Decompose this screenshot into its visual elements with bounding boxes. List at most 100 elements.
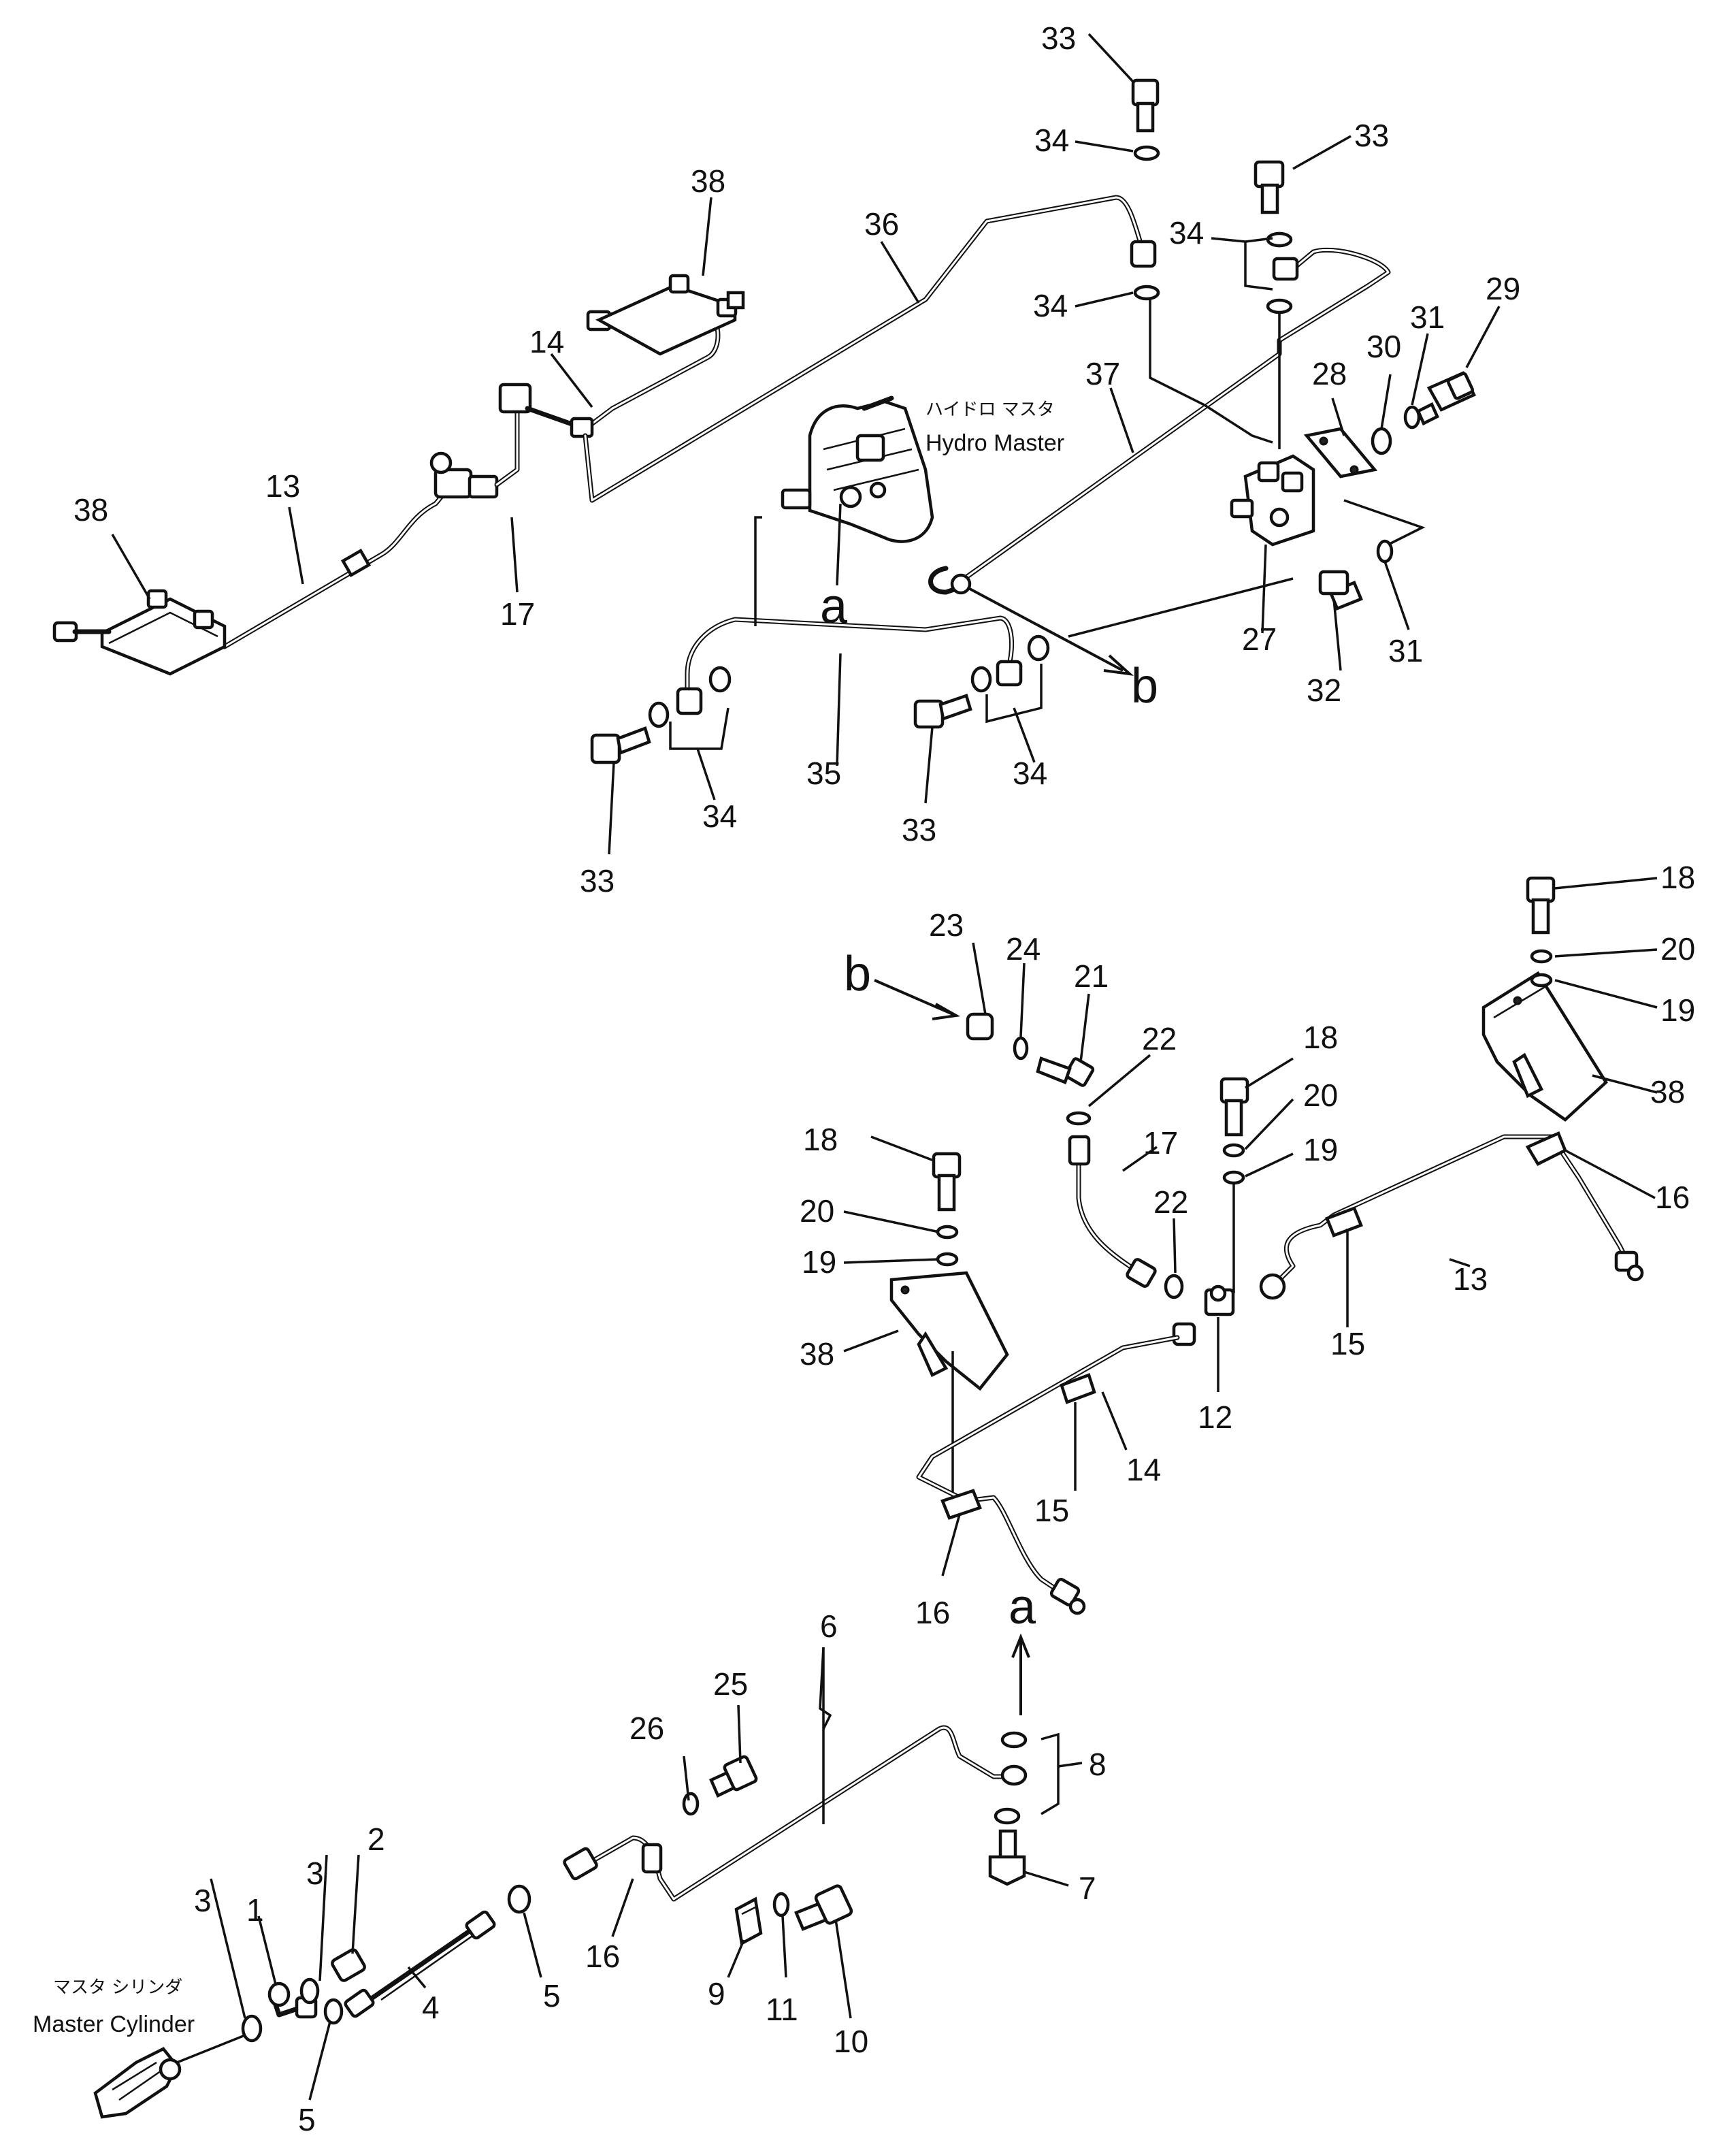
callout-30: 30 xyxy=(1366,329,1401,364)
hose-4 xyxy=(344,1910,496,2018)
callout-13-upper: 13 xyxy=(265,468,300,504)
bracket-38-upper-middle xyxy=(595,274,745,356)
callout-21: 21 xyxy=(1074,958,1109,994)
callout-35: 35 xyxy=(806,756,841,791)
callout-5-mid: 5 xyxy=(543,1978,561,2013)
hydro-master xyxy=(781,395,934,543)
callout-15-left: 15 xyxy=(1034,1493,1069,1528)
callout-33-top: 33 xyxy=(1041,20,1076,56)
clip-9 xyxy=(734,1896,763,1946)
bracket-38-upper-left xyxy=(52,589,227,676)
bracket-38-middle-right xyxy=(1481,971,1608,1122)
callout-3-upper: 3 xyxy=(306,1856,324,1891)
washer-5-middle xyxy=(507,1884,531,1914)
callout-6: 6 xyxy=(820,1608,838,1644)
callout-31-top: 31 xyxy=(1410,300,1445,335)
pipe-37 xyxy=(928,247,1391,595)
callout-19-left: 19 xyxy=(802,1244,836,1280)
callout-20-mid: 20 xyxy=(1303,1078,1338,1113)
bolt-18-middle xyxy=(1219,1077,1249,1293)
callout-38-upper-left: 38 xyxy=(73,492,108,528)
callout-26: 26 xyxy=(629,1711,664,1746)
callout-leaders xyxy=(111,33,1658,2101)
bolt-18-right xyxy=(1526,876,1556,988)
hydro-master-en-label: Hydro Master xyxy=(926,430,1064,456)
callout-14-lower: 14 xyxy=(1126,1452,1161,1487)
fitting-2 xyxy=(331,1948,366,1982)
upper-connection-lines xyxy=(669,237,1426,750)
callout-34-top: 34 xyxy=(1034,123,1069,158)
callout-9: 9 xyxy=(708,1976,725,2011)
callout-38-mid-left: 38 xyxy=(800,1336,834,1372)
arrow-from-b xyxy=(874,979,961,1020)
callout-22-bottom: 22 xyxy=(1153,1184,1188,1220)
callout-18-left: 18 xyxy=(803,1122,838,1157)
hydro-master-jp-label: ハイドロ マスタ xyxy=(926,400,1055,420)
callout-19-mid: 19 xyxy=(1303,1132,1338,1167)
callout-17-lower: 17 xyxy=(1143,1125,1178,1161)
callout-34-left: 34 xyxy=(702,798,737,834)
fitting-21-23-24 xyxy=(966,1012,1095,1087)
pipe-35 xyxy=(648,615,1050,728)
callout-38-upper-mid: 38 xyxy=(691,163,725,199)
pipe-6 xyxy=(563,1725,1028,1902)
callout-11: 11 xyxy=(766,1992,798,2027)
upper-assembly: ハイドロ マスタ Hydro Master xyxy=(52,78,1477,764)
bolts-33-lower xyxy=(590,694,972,764)
plate-28 xyxy=(1303,427,1378,479)
middle-assembly xyxy=(874,876,1644,1615)
ref-b-upper: b xyxy=(1131,659,1158,713)
callout-33-left: 33 xyxy=(580,863,615,899)
callout-32: 32 xyxy=(1307,673,1341,708)
ref-a-upper: a xyxy=(820,579,848,634)
arrow-to-a xyxy=(1011,1633,1030,1715)
hose-17-lower xyxy=(1066,1111,1184,1299)
callout-33-mid: 33 xyxy=(902,812,936,847)
bolt-25 xyxy=(682,1755,758,1816)
callout-33-right: 33 xyxy=(1354,118,1389,153)
callout-13-lower: 13 xyxy=(1453,1261,1488,1297)
callout-37: 37 xyxy=(1085,356,1120,391)
callout-24: 24 xyxy=(1006,931,1041,967)
ref-b-middle: b xyxy=(844,947,871,1001)
callout-38-mid-right: 38 xyxy=(1650,1074,1685,1110)
callout-31-bottom: 31 xyxy=(1388,633,1423,668)
callout-7: 7 xyxy=(1079,1871,1096,1906)
master-cylinder xyxy=(93,2034,246,2119)
master-cylinder-en-label: Master Cylinder xyxy=(33,2011,195,2037)
master-cylinder-jp-label: マスタ シリンダ xyxy=(53,1977,182,1998)
callout-16-mid: 16 xyxy=(915,1595,950,1630)
lower-assembly: マスタ シリンダ Master Cylinder xyxy=(33,1633,1030,2119)
callout-10: 10 xyxy=(834,2024,868,2059)
callout-12: 12 xyxy=(1198,1399,1232,1435)
callout-22-top: 22 xyxy=(1142,1021,1177,1056)
callout-36: 36 xyxy=(864,206,899,242)
tee-12 xyxy=(1172,1284,1235,1346)
bracket-38-middle-left xyxy=(889,1271,1009,1391)
arrow-to-b xyxy=(969,587,1134,676)
ref-a-lower: a xyxy=(1009,1580,1036,1634)
callout-27: 27 xyxy=(1242,621,1277,657)
bolt-18-left xyxy=(932,1152,962,1504)
bolt-10 xyxy=(772,1884,853,1931)
callout-20-right: 20 xyxy=(1660,931,1695,967)
callout-19-right: 19 xyxy=(1660,992,1695,1028)
pipe-14-lower xyxy=(916,1335,1180,1615)
callout-1: 1 xyxy=(246,1892,264,1928)
callout-8: 8 xyxy=(1089,1747,1107,1782)
callout-34-right: 34 xyxy=(1169,215,1204,250)
callout-5-lower: 5 xyxy=(298,2102,316,2136)
callout-16-right: 16 xyxy=(1655,1180,1690,1215)
callout-4: 4 xyxy=(422,1990,440,2025)
fasteners-upper-right xyxy=(1131,78,1477,611)
callout-18-mid: 18 xyxy=(1303,1020,1338,1055)
pipe-13-lower xyxy=(1259,1131,1644,1300)
callout-28: 28 xyxy=(1312,356,1347,391)
callout-34-mid: 34 xyxy=(1033,288,1068,323)
callout-16-lower: 16 xyxy=(585,1939,620,1974)
callout-2: 2 xyxy=(367,1822,385,1857)
bolt-7 xyxy=(988,1829,1026,1886)
callout-29: 29 xyxy=(1486,271,1520,306)
callout-numbers: 33 34 33 34 34 38 36 14 38 13 17 37 28 3… xyxy=(73,20,1695,2136)
